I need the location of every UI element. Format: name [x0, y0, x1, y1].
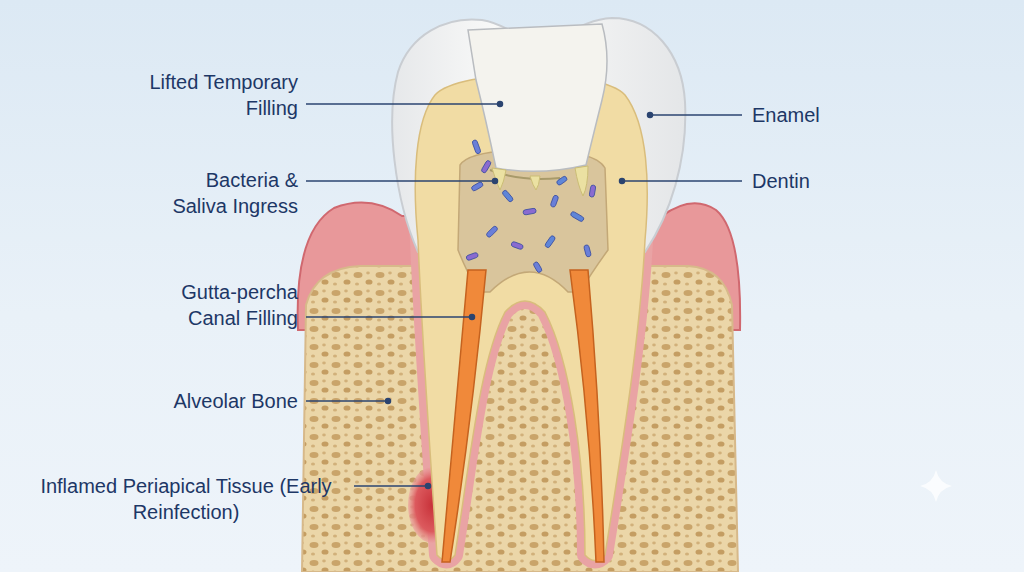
alveolar-bone	[302, 266, 738, 572]
part-label: Gutta-percha Canal Filling	[143, 279, 298, 331]
sparkle-mark	[920, 470, 952, 502]
gutta-percha	[570, 270, 604, 562]
part-label: Bacteria & Saliva Ingress	[150, 167, 298, 219]
label-wrap: Bacteria & Saliva Ingress	[150, 167, 298, 219]
gutta-percha	[442, 270, 486, 562]
part-label: Enamel	[752, 102, 952, 128]
part-label: Alveolar Bone	[78, 388, 298, 414]
bacteria	[466, 139, 596, 273]
label-wrap: Inflamed Periapical Tissue (Early Reinfe…	[24, 473, 348, 525]
label-wrap: Alveolar Bone	[78, 388, 298, 414]
leader-lines	[306, 102, 742, 489]
label-wrap: Lifted Temporary Filling	[98, 69, 298, 121]
part-label: Lifted Temporary Filling	[98, 69, 298, 121]
part-label: Dentin	[752, 168, 952, 194]
temporary-filling	[468, 24, 607, 171]
part-label: Inflamed Periapical Tissue (Early Reinfe…	[24, 473, 348, 525]
label-wrap: Enamel	[752, 102, 952, 128]
label-wrap: Dentin	[752, 168, 952, 194]
label-wrap: Gutta-percha Canal Filling	[143, 279, 298, 331]
